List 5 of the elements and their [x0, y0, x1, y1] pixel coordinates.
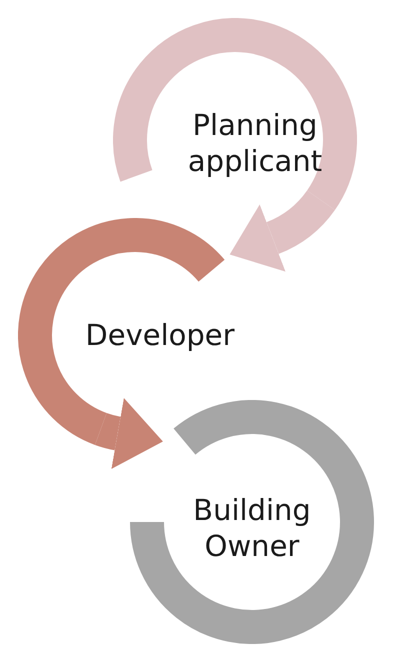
curved-arrow: [95, 398, 163, 469]
node-label: Developer: [84, 317, 236, 354]
node-label: Building Owner: [192, 492, 312, 564]
node-label: Planning applicant: [186, 106, 324, 179]
curved-arrow: [230, 190, 334, 271]
